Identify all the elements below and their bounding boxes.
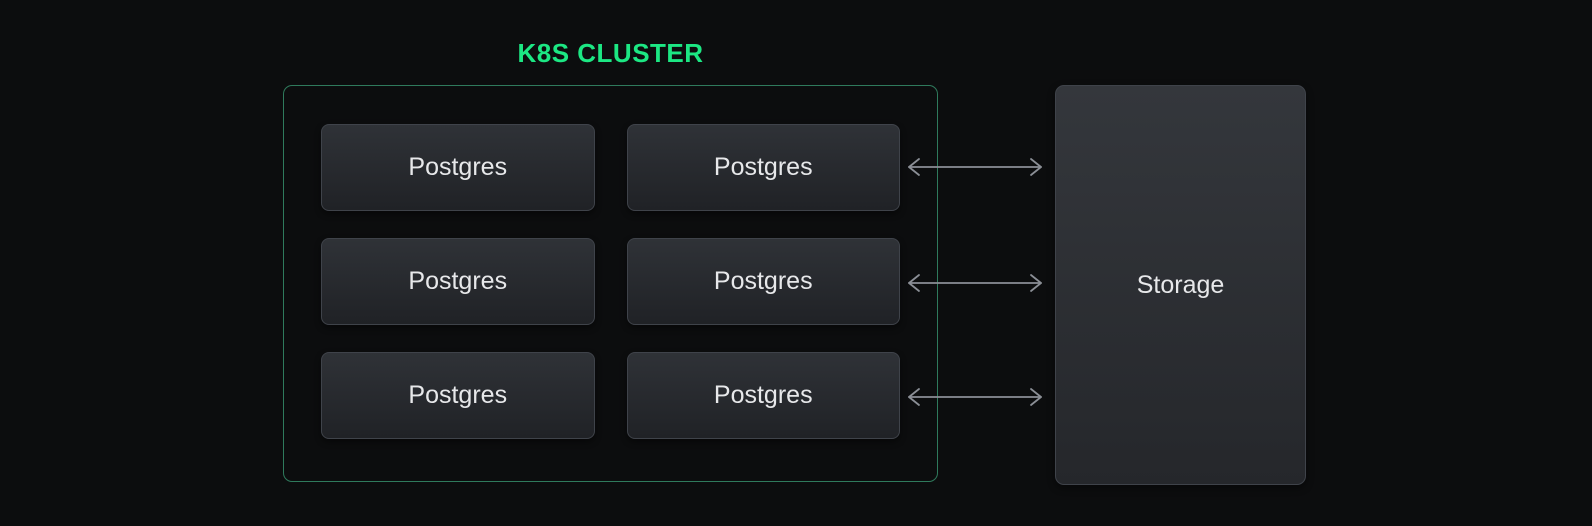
postgres-node-label: Postgres xyxy=(713,381,813,409)
bidirectional-arrow-icon xyxy=(908,388,1042,406)
storage-label: Storage xyxy=(1136,270,1225,299)
postgres-node: Postgres xyxy=(321,352,595,439)
storage-box: Storage xyxy=(1055,85,1306,485)
postgres-node-label: Postgres xyxy=(408,381,508,409)
postgres-node: Postgres xyxy=(321,124,595,211)
postgres-node: Postgres xyxy=(626,124,900,211)
postgres-node: Postgres xyxy=(626,238,900,325)
k8s-cluster-container: Postgres Postgres Postgres Postgres Post… xyxy=(283,85,938,482)
postgres-node-label: Postgres xyxy=(713,267,813,295)
postgres-node: Postgres xyxy=(626,352,900,439)
bidirectional-arrow-icon xyxy=(908,274,1042,292)
postgres-node-label: Postgres xyxy=(408,267,508,295)
postgres-node-label: Postgres xyxy=(408,153,508,181)
cluster-title: K8S CLUSTER xyxy=(517,38,704,68)
postgres-node-label: Postgres xyxy=(713,153,813,181)
postgres-node: Postgres xyxy=(321,238,595,325)
bidirectional-arrow-icon xyxy=(908,158,1042,176)
